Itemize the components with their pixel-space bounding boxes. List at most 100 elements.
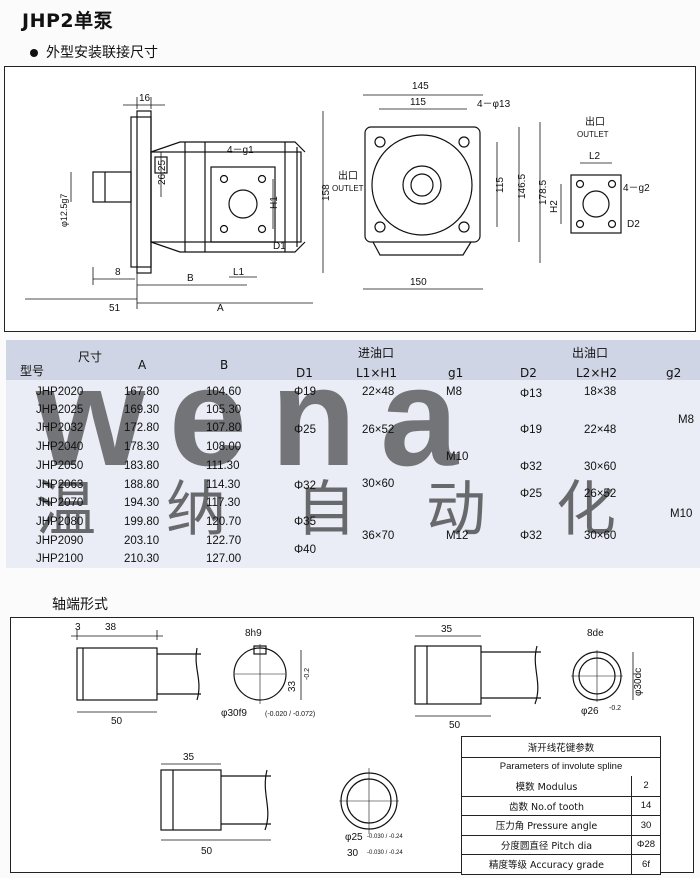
header-b: B xyxy=(220,358,229,372)
row-a-1: 169.30 xyxy=(124,404,160,416)
row-a-9: 210.30 xyxy=(124,553,160,565)
row-b-8: 122.70 xyxy=(206,535,242,547)
dim-4-g1: 4－g1 xyxy=(227,145,254,156)
header-d1: D1 xyxy=(296,366,313,380)
svg-text:温纳自动化: 温纳自动化 xyxy=(36,475,686,545)
g1-m8: M8 xyxy=(446,386,462,398)
shaft-section-title: 轴端形式 xyxy=(52,597,108,613)
header-g1: g1 xyxy=(448,366,464,380)
shaft1-dim-8h9: 8h9 xyxy=(245,628,262,639)
row-b-5: 114.30 xyxy=(206,479,241,491)
page-title: JHP2单泵 xyxy=(22,10,114,32)
d1-phi32: Φ32 xyxy=(294,480,316,492)
row-b-4: 111.30 xyxy=(206,460,240,472)
dim-d1: D1 xyxy=(273,241,286,252)
section-heading-label: 外型安装联接尺寸 xyxy=(46,45,158,61)
shaft1-dim-3: 3 xyxy=(75,622,81,633)
section-heading-dimensions: 外型安装联接尺寸 xyxy=(30,42,158,62)
dim-146-5: 146.5 xyxy=(517,174,528,199)
header-l2h2: L2×H2 xyxy=(576,366,618,380)
row-model-5: JHP2063 xyxy=(36,479,84,491)
shaft3-dim-35: 35 xyxy=(183,752,195,763)
shaft2-dim-8de: 8de xyxy=(587,628,604,639)
pump-dimension-drawing: 16 4－g1 26.25 φ12.5g7 H1 D1 L1 158 8 51 … xyxy=(4,66,696,332)
row-b-7: 120.70 xyxy=(206,516,242,528)
row-b-9: 127.00 xyxy=(206,553,242,565)
shaft3-dim-50: 50 xyxy=(201,846,213,857)
shaft-drawing-svg: 3 38 50 8h9 33 -0.2 φ30f9 (-0.020 / -0.0… xyxy=(71,622,644,859)
l1h1-22x48: 22×48 xyxy=(362,386,395,398)
shaft2-dim-50: 50 xyxy=(449,720,461,731)
d1-phi25: Φ25 xyxy=(294,424,316,436)
header-a: A xyxy=(138,358,147,372)
header-model: 型号 xyxy=(20,364,45,378)
dim-115-v: 115 xyxy=(495,177,506,193)
dim-8: 8 xyxy=(115,267,121,278)
dim-150: 150 xyxy=(410,277,427,288)
shaft3-dim-30: 30 xyxy=(347,848,359,859)
row-model-7: JHP2080 xyxy=(36,516,84,528)
spline-row-key: 齿数 No.of tooth xyxy=(462,796,632,815)
spline-row-key: 压力角 Pressure angle xyxy=(462,816,632,835)
outlet-view-cn: 出口 xyxy=(585,115,605,128)
row-a-8: 203.10 xyxy=(124,535,160,547)
shaft2-dim-phi26-tol: -0.2 xyxy=(609,705,621,712)
d1-phi35: Φ35 xyxy=(294,516,316,528)
dim-145: 145 xyxy=(412,81,429,92)
row-b-0: 104.60 xyxy=(206,386,242,398)
l1h1-26x52: 26×52 xyxy=(362,424,395,436)
spline-row-value: 30 xyxy=(640,819,652,831)
spline-row-key: 分度圆直径 Pitch dia xyxy=(462,835,632,854)
pump-drawing-svg: 16 4－g1 26.25 φ12.5g7 H1 D1 L1 158 8 51 … xyxy=(25,81,650,314)
shaft3-dim-phi25: φ25 xyxy=(345,832,363,843)
dim-4-phi13: 4－φ13 xyxy=(477,99,511,110)
d2-phi32-a: Φ32 xyxy=(520,461,542,473)
dim-158: 158 xyxy=(321,184,332,201)
d2-phi13: Φ13 xyxy=(520,388,542,400)
dim-d2: D2 xyxy=(627,219,640,230)
shaft1-dim-phi30f9: φ30f9 xyxy=(221,708,247,719)
row-b-1: 105.30 xyxy=(206,404,242,416)
row-b-2: 107.80 xyxy=(206,422,242,434)
l1h1-36x70: 36×70 xyxy=(362,530,395,542)
outlet-view-en: OUTLET xyxy=(577,130,609,139)
row-model-8: JHP2090 xyxy=(36,535,84,547)
shaft1-dim-phi30-tol: (-0.020 / -0.072) xyxy=(265,711,315,718)
shaft-end-drawing: 3 38 50 8h9 33 -0.2 φ30f9 (-0.020 / -0.0… xyxy=(10,617,694,875)
spline-row: 压力角 Pressure angle 30 xyxy=(462,815,660,835)
dim-h2: H2 xyxy=(549,200,560,213)
l2h2-22x48: 22×48 xyxy=(584,424,617,436)
row-a-2: 172.80 xyxy=(124,422,160,434)
l2h2-30x60-a: 30×60 xyxy=(584,461,617,473)
g2-m8: M8 xyxy=(678,414,694,426)
watermark-wena: wena 温纳自动化 xyxy=(35,340,686,545)
dim-h1: H1 xyxy=(269,196,280,209)
shaft1-dim-50: 50 xyxy=(111,716,123,727)
header-inlet: 进油口 xyxy=(358,346,395,360)
spline-row-value: 6f xyxy=(642,858,650,870)
outlet-label-en: OUTLET xyxy=(332,184,364,193)
shaft2-dim-35: 35 xyxy=(441,624,453,635)
dim-16: 16 xyxy=(139,93,151,104)
shaft2-dim-phi30dc: φ30dc xyxy=(633,668,644,696)
model-dimension-table: wena 温纳自动化 尺寸 型号 A B 进油口 出油口 D1 L1×H1 g1… xyxy=(6,340,700,568)
l2h2-26x52: 26×52 xyxy=(584,488,617,500)
shaft-outline xyxy=(92,171,132,203)
dim-4-g2: 4－g2 xyxy=(623,183,650,194)
row-model-0: JHP2020 xyxy=(36,386,84,398)
table-header-band xyxy=(6,340,700,380)
dim-b: B xyxy=(187,273,194,284)
row-a-3: 178.30 xyxy=(124,441,160,453)
spline-title-en: Parameters of involute spline xyxy=(462,756,660,777)
shaft2-dim-phi26: φ26 xyxy=(581,706,599,717)
table-body-band xyxy=(6,380,700,568)
bullet-icon xyxy=(30,49,38,57)
spline-row-value: 2 xyxy=(643,780,649,792)
spline-parameter-table: 渐开线花键参数 Parameters of involute spline 模数… xyxy=(461,736,661,875)
front-flange-outline xyxy=(364,126,481,243)
row-b-3: 108.00 xyxy=(206,441,242,453)
row-a-7: 199.80 xyxy=(124,516,160,528)
header-l1h1: L1×H1 xyxy=(356,366,398,380)
